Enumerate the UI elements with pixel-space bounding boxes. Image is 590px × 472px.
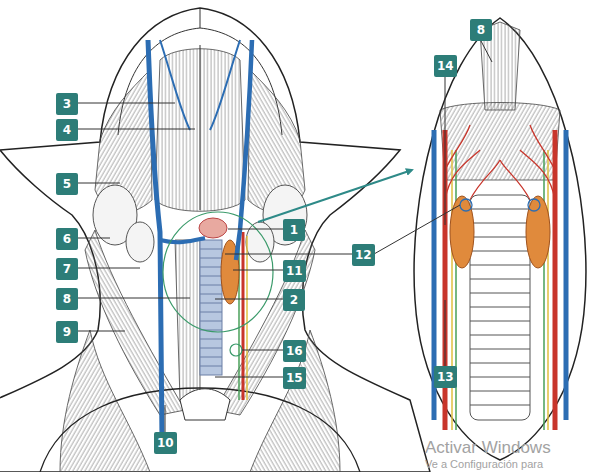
nerve-line	[456, 150, 544, 430]
callout-number: 13	[437, 371, 454, 383]
callout-number: 1	[290, 224, 298, 236]
callout-box: 16	[283, 340, 306, 362]
callout-box: 9	[56, 321, 78, 343]
callout-box: 2	[283, 289, 305, 311]
callout-number: 6	[63, 233, 71, 245]
platysma	[250, 330, 340, 472]
platysma	[60, 330, 150, 472]
callout-box: 8	[470, 19, 492, 41]
callout-box: 11	[283, 260, 306, 282]
thyroid-lobe	[450, 196, 474, 268]
trachea	[470, 195, 530, 420]
larynx	[199, 218, 227, 238]
callout-number: 5	[63, 178, 71, 190]
callout-number: 9	[63, 326, 71, 338]
sternum	[180, 389, 230, 420]
callout-box: 5	[56, 173, 78, 195]
submandibular-gland	[126, 222, 154, 262]
trachea	[200, 240, 222, 375]
callout-number: 8	[63, 293, 71, 305]
callout-box: 15	[283, 367, 306, 389]
callout-number: 12	[355, 249, 372, 261]
anterior-vein	[160, 40, 190, 130]
submandibular-gland	[246, 222, 274, 262]
chest-outline	[40, 388, 360, 472]
artery-branches	[445, 125, 555, 200]
callout-box: 8	[56, 288, 78, 310]
callout-box: 4	[56, 119, 78, 141]
focus-circle	[230, 344, 242, 356]
callout-box: 10	[154, 432, 177, 454]
callout-number: 16	[286, 345, 303, 357]
callout-number: 4	[63, 124, 71, 136]
vein-loop	[460, 199, 472, 211]
callout-number: 10	[157, 437, 174, 449]
strap-muscle	[175, 240, 200, 400]
watermark-text: Activar Windows	[425, 438, 551, 458]
callout-number: 8	[477, 24, 485, 36]
tracheal-rings	[470, 209, 530, 405]
watermark-text: Ve a Configuración para	[425, 458, 543, 471]
tracheal-rings	[200, 249, 222, 366]
chin-line	[200, 8, 201, 28]
leader-lines	[77, 41, 492, 432]
thyroid-lobe	[526, 196, 550, 268]
callout-number: 3	[63, 98, 71, 110]
neck-muscle	[440, 103, 560, 181]
carotid-artery	[242, 232, 245, 400]
callout-box: 3	[56, 93, 78, 115]
callout-box: 7	[56, 258, 78, 280]
zoom-arrow	[258, 170, 412, 222]
callout-number: 11	[286, 265, 303, 277]
callout-box: 1	[283, 219, 305, 241]
callout-number: 15	[286, 372, 303, 384]
callout-box: 6	[56, 228, 78, 250]
nerve-line	[452, 150, 548, 430]
callout-number: 14	[437, 60, 454, 72]
jugular-arch	[160, 238, 205, 242]
focus-outline	[163, 212, 273, 332]
callout-box: 14	[434, 55, 457, 77]
vein-loop	[528, 199, 540, 211]
midline-raphe	[200, 45, 201, 210]
callout-number: 7	[63, 263, 71, 275]
anterior-vein	[210, 40, 240, 130]
callout-number: 2	[290, 294, 298, 306]
carotid-artery	[445, 130, 555, 430]
callout-box: 12	[352, 244, 375, 266]
jugular-vein	[148, 40, 162, 440]
jugular-vein	[434, 130, 566, 420]
nerve-line	[246, 236, 248, 400]
jugular-vein	[236, 40, 252, 260]
head-outline	[0, 8, 430, 472]
callout-box: 13	[434, 366, 457, 388]
incision-outline	[414, 18, 586, 460]
